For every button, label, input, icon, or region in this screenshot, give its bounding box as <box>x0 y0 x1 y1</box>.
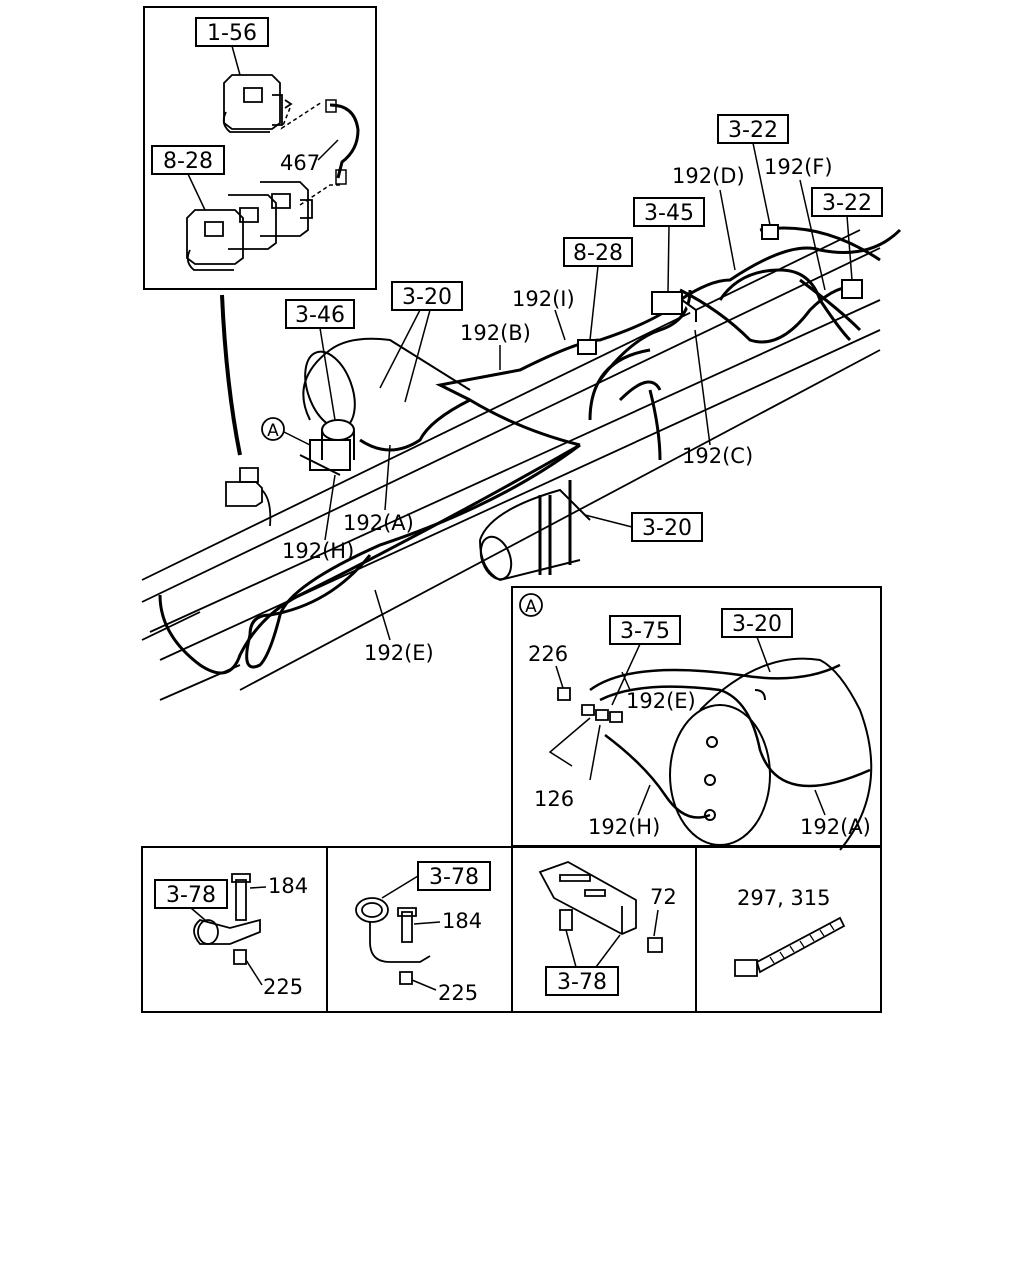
svg-text:3-78: 3-78 <box>557 970 607 995</box>
inset-leader <box>220 294 242 456</box>
inset-valve-detail <box>143 6 377 290</box>
relay-valve-3-46 <box>299 419 355 476</box>
panel1-clip <box>193 873 261 965</box>
svg-text:3-22: 3-22 <box>822 191 872 216</box>
panel1-label-3-78: 3-78 <box>154 879 228 909</box>
small-valve-on-frame <box>225 467 272 527</box>
callout-a-detail: A <box>519 593 543 617</box>
label-3-45: 3-45 <box>633 197 705 227</box>
connector-3-22-top <box>761 224 779 240</box>
panel3-label-3-78: 3-78 <box>545 966 619 996</box>
panel3-label-72: 72 <box>650 885 677 909</box>
label-192-d: 192(D) <box>672 164 745 188</box>
svg-text:1-56: 1-56 <box>207 21 257 46</box>
label-192-i: 192(I) <box>512 287 575 311</box>
wire-harness <box>158 226 902 675</box>
panel4-cable-tie <box>734 916 846 977</box>
svg-text:3-45: 3-45 <box>644 201 694 226</box>
svg-text:3-20: 3-20 <box>642 516 692 541</box>
valve-8-28-main <box>577 339 597 355</box>
svg-text:8-28: 8-28 <box>573 241 623 266</box>
label-192-h-detail: 192(H) <box>588 815 660 839</box>
svg-text:3-20: 3-20 <box>732 612 782 637</box>
label-3-75: 3-75 <box>609 615 681 645</box>
label-3-22-top: 3-22 <box>717 114 789 144</box>
svg-text:3-20: 3-20 <box>402 285 452 310</box>
label-192-a: 192(A) <box>343 511 414 535</box>
label-192-e-detail: 192(E) <box>626 689 696 713</box>
panel4-label-297-315: 297, 315 <box>737 886 831 910</box>
valve-3-45 <box>651 291 697 322</box>
panel2-label-3-78: 3-78 <box>417 861 491 891</box>
svg-text:8-28: 8-28 <box>163 149 213 174</box>
label-3-20-mid: 3-20 <box>631 512 703 542</box>
callout-a-main: A <box>261 417 285 441</box>
svg-text:3-78: 3-78 <box>429 865 479 890</box>
svg-text:A: A <box>267 421 279 441</box>
svg-text:3-22: 3-22 <box>728 118 778 143</box>
panel2-clip <box>355 897 431 985</box>
svg-text:3-78: 3-78 <box>166 883 216 908</box>
label-3-22-right: 3-22 <box>811 187 883 217</box>
inset-label-8-28: 8-28 <box>151 145 225 175</box>
label-192-f: 192(F) <box>764 155 833 179</box>
svg-text:A: A <box>525 597 537 617</box>
label-226: 226 <box>528 642 568 666</box>
panel2-label-184: 184 <box>442 909 482 933</box>
panel1-label-184: 184 <box>268 874 308 898</box>
bottom-panels-frame <box>141 846 882 1013</box>
panel3-bracket <box>538 861 663 953</box>
label-3-46: 3-46 <box>285 299 355 329</box>
air-tank-lower <box>479 488 591 582</box>
label-192-e: 192(E) <box>364 641 434 665</box>
label-192-a-detail: 192(A) <box>800 815 871 839</box>
svg-text:3-46: 3-46 <box>295 303 345 328</box>
label-192-c: 192(C) <box>682 444 753 468</box>
label-467: 467 <box>280 151 320 175</box>
vehicle-frame <box>141 229 881 701</box>
panel1-label-225: 225 <box>263 975 303 999</box>
panel2-label-225: 225 <box>438 981 478 1005</box>
label-8-28-main: 8-28 <box>563 237 633 267</box>
connector-3-22-right <box>841 279 863 299</box>
label-3-20-top: 3-20 <box>391 281 463 311</box>
label-3-20-detail: 3-20 <box>721 608 793 638</box>
label-192-b: 192(B) <box>460 321 531 345</box>
inset-label-1-56: 1-56 <box>195 17 269 47</box>
label-192-h: 192(H) <box>282 539 354 563</box>
label-126: 126 <box>534 787 574 811</box>
svg-text:3-75: 3-75 <box>620 619 670 644</box>
